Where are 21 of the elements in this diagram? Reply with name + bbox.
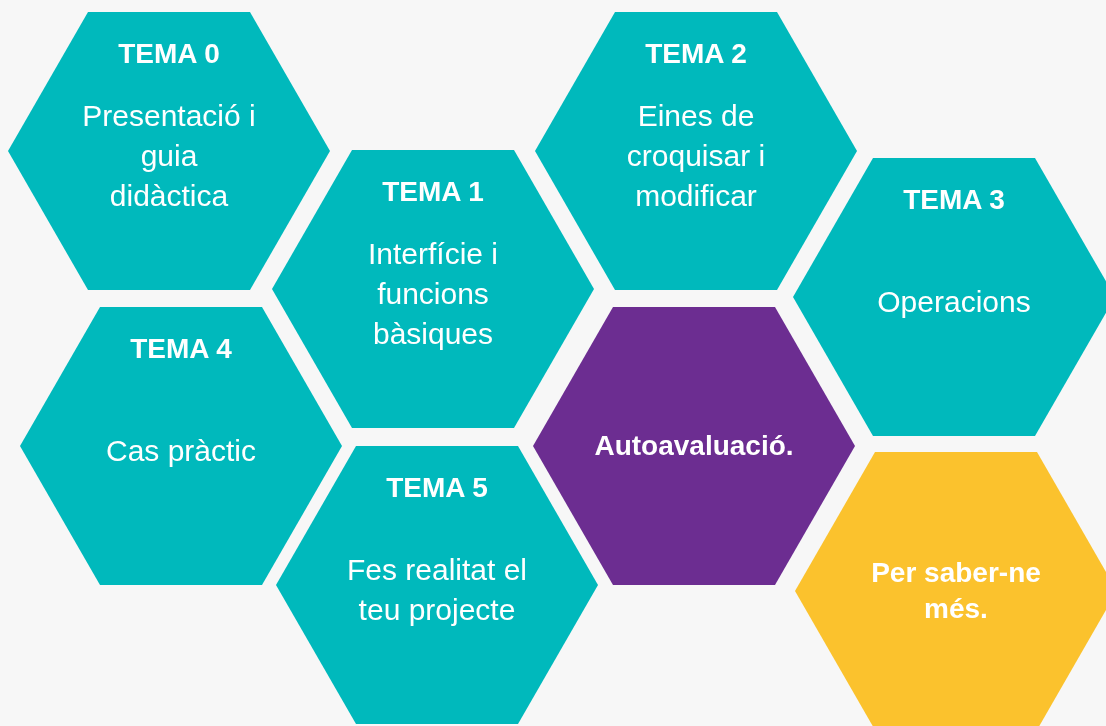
hexagon-text: Fes realitat el teu projecte	[346, 552, 528, 628]
hexagon-title: TEMA 3	[903, 183, 1005, 217]
hexagon-text: Interfície i funcions bàsiques	[366, 236, 500, 352]
hexagon	[795, 452, 1106, 726]
hexagon-text: Operacions	[877, 284, 1031, 320]
hexagon-title: TEMA 4	[130, 332, 232, 366]
hexagon-text: Eines de croquisar i modificar	[625, 98, 767, 214]
hexagon	[793, 158, 1106, 436]
hexagon	[272, 150, 594, 428]
hexagon-title: TEMA 1	[382, 175, 484, 209]
hexagon	[535, 12, 857, 290]
hexagon-text: Presentació i guia didàctica	[81, 98, 257, 214]
hexagon-text: Cas pràctic	[105, 433, 256, 469]
hexagon-title: TEMA 0	[118, 37, 220, 71]
hexagon	[533, 307, 855, 585]
hexagon-title: TEMA 2	[645, 37, 747, 71]
hexagon	[8, 12, 330, 290]
hexagon	[20, 307, 342, 585]
hexagon-text: Per saber-ne més.	[870, 556, 1042, 626]
hexagon-text: Autoavaluació.	[594, 429, 794, 463]
hexagon-title: TEMA 5	[386, 471, 488, 505]
